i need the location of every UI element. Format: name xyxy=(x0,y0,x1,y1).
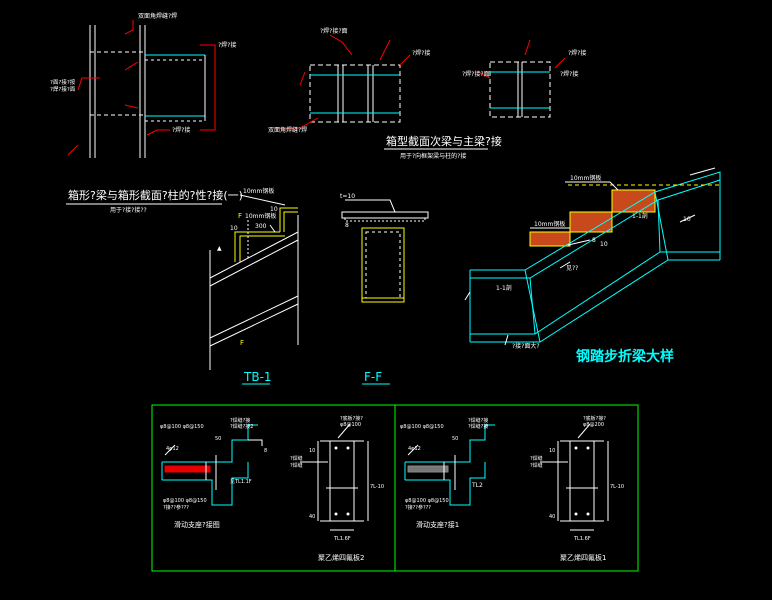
ff-weld-label: 8 xyxy=(345,222,349,229)
right-n4: TL1.6F xyxy=(573,536,591,542)
left-s2: φ8@100 xyxy=(340,422,361,428)
label-a1: 双面角焊缝?焊 xyxy=(138,12,177,20)
tb1-f-top: F xyxy=(238,212,242,220)
left-s1: ?底板?接? xyxy=(340,415,363,422)
stair-n10b: 10 xyxy=(600,241,608,248)
left-n1: 10 xyxy=(309,448,315,454)
label-b2: ?焊?接 xyxy=(412,49,430,57)
left-s4: ?焊缝 xyxy=(290,462,303,469)
stair-weld-a: 8 xyxy=(592,237,596,244)
left-d1: 50 xyxy=(215,436,221,442)
right-n2: 40 xyxy=(549,514,555,520)
label-c3: ?焊?接 xyxy=(560,70,578,78)
tb1-side-mark: ▲ xyxy=(217,245,222,252)
left-n2: 40 xyxy=(309,514,315,520)
left-n3: 7L-10 xyxy=(370,484,384,490)
tb1-d2: 10 xyxy=(270,206,278,213)
detail-box-main-beam xyxy=(477,39,566,118)
right-l4: ?焊缝?接 xyxy=(468,423,488,430)
stair-tread-top: 10mm钢板 xyxy=(570,174,601,182)
stair-note2: 1-1剖 xyxy=(496,284,512,292)
tb1-plate-label: 10mm钢板 xyxy=(243,187,274,195)
left-d2: 8 xyxy=(264,448,267,454)
stair-title: 钢踏步折梁大样 xyxy=(576,348,674,365)
label-c2: ?焊?接 xyxy=(568,49,586,57)
right-s3: ?焊缝 xyxy=(530,455,543,462)
label-side2: ?焊?接?面 xyxy=(50,85,76,93)
left-l6: φ8@100 φ8@150 xyxy=(163,498,207,504)
detail-ff xyxy=(341,199,429,303)
detail-box-secondary-beam xyxy=(275,34,411,129)
left-s3: ?焊缝 xyxy=(290,455,303,462)
stair-note1: 1-1剖 xyxy=(632,212,648,220)
left-caption-main: 滑动支座?接图 xyxy=(174,520,220,529)
label-c1: ?焊?接?面 xyxy=(462,70,490,78)
bottom-left-support-detail xyxy=(161,424,263,506)
bottom-right-support-detail xyxy=(404,424,495,506)
right-l5: TL2 xyxy=(471,482,483,489)
left-l7: ?接??参??? xyxy=(163,504,189,511)
ff-top-label: t=10 xyxy=(340,193,355,200)
label-b3: 双面角焊缝?焊 xyxy=(268,126,307,134)
right-s4: ?焊缝 xyxy=(530,462,543,469)
right-s2: φ8@200 xyxy=(583,422,604,428)
bottom-left-plate-detail xyxy=(300,423,369,531)
label-b1: ?焊?接?面 xyxy=(320,27,348,35)
detail-box-beam-column xyxy=(67,20,216,158)
bottom-right-plate-detail xyxy=(540,423,609,531)
stair-ref: 见?? xyxy=(566,265,578,272)
right-l6: φ8@100 φ8@150 xyxy=(405,498,449,504)
label-side1: ?面?接?按 xyxy=(50,78,76,86)
tb1-dim: 300 xyxy=(255,223,267,230)
middle-title: 箱形?梁与箱形截面?柱的?性?接(一) xyxy=(68,188,243,202)
right-caption-main: 滑动支座?接1 xyxy=(416,520,459,529)
detail-stair-folded-beam xyxy=(464,167,721,346)
top-title: 箱型截面次梁与主梁?接 xyxy=(386,134,502,148)
right-n1: 10 xyxy=(549,448,555,454)
tb1-plate2-label: 10mm钢板 xyxy=(245,212,276,220)
stair-n10a: 10 xyxy=(683,216,691,223)
top-subtitle: 用于?向框架梁与柱的?接 xyxy=(400,152,466,160)
left-caption-side: 聚乙烯四氟板2 xyxy=(318,553,364,562)
middle-subtitle: 用于?接?接?? xyxy=(110,206,147,214)
detail-tb1 xyxy=(209,194,299,370)
left-l2: 4φ12 xyxy=(166,446,179,452)
left-n4: TL1.6F xyxy=(333,536,351,542)
tb1-label: TB-1 xyxy=(243,370,272,384)
label-a2: ?焊?接 xyxy=(218,41,236,49)
ff-label: F-F xyxy=(364,370,382,384)
right-l3: ?焊缝?接 xyxy=(468,417,488,424)
right-l2: 4φ12 xyxy=(408,446,421,452)
right-n3: 7L-10 xyxy=(610,484,624,490)
left-l3: ?焊缝?接 xyxy=(230,417,250,424)
tb1-d1: 10 xyxy=(230,225,238,232)
tb1-f-bottom: F xyxy=(240,339,244,347)
left-l4: ?焊缝?接2 xyxy=(230,423,254,430)
stair-base: ?接?面大? xyxy=(512,342,540,350)
left-l1: φ8@100 φ8@150 xyxy=(160,424,204,430)
label-a3: ?焊?接 xyxy=(172,126,190,134)
right-caption-side: 聚乙烯四氟板1 xyxy=(560,553,606,562)
right-s1: ?底板?接? xyxy=(583,415,606,422)
right-l7: ?接??参??? xyxy=(405,504,431,511)
right-d1: 50 xyxy=(452,436,458,442)
right-l1: φ8@100 φ8@150 xyxy=(400,424,444,430)
left-l5: 见TL1.1F xyxy=(230,479,252,485)
stair-tread: 10mm钢板 xyxy=(534,220,565,228)
